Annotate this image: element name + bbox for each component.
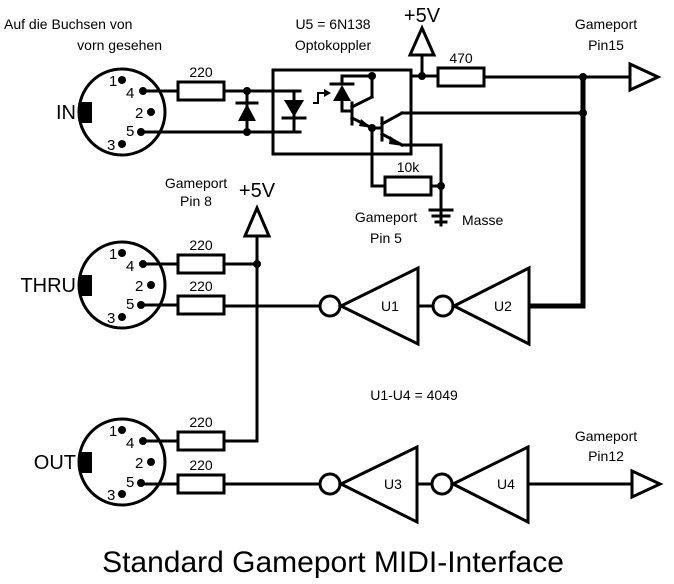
pin-4-label: 4 [126,258,134,275]
gameport-pin15-line2: Pin15 [588,37,624,53]
pin-2-dot [147,108,155,116]
gameport-pin5-line1: Gameport [355,209,417,225]
wire-to-u2 [529,77,586,309]
pin-5-label: 5 [126,474,134,491]
u3-inverter-icon [337,444,419,525]
pin-1-dot [118,426,126,434]
din-connector-in: 1 4 2 5 3 [77,67,167,157]
optocoupler-ref: U5 = 6N138 [295,16,370,32]
junction-dot [418,72,426,80]
gameport-pin5-line2: Pin 5 [370,230,402,246]
pin-1-label: 1 [109,423,117,440]
protection-diode-icon [238,104,256,121]
pin-3-dot [118,313,126,321]
gates-note: U1-U4 = 4049 [370,387,458,403]
gameport-pin12-line2: Pin12 [588,448,624,464]
pin-2-label: 2 [135,105,143,122]
resistor-out-5-value: 220 [189,457,213,473]
pin-2-dot [147,281,155,289]
resistor-out-4 [176,430,226,452]
view-note-line1: Auf die Buchsen von [4,16,132,32]
resistor-10k [383,175,433,197]
gameport-pin8-line2: Pin 8 [180,193,212,209]
pin-2-dot [147,458,155,466]
pin-3-dot [118,490,126,498]
pin-4-label: 4 [126,85,134,102]
photodiode-icon [333,85,351,101]
connector-key [79,275,92,296]
pin-4-label: 4 [126,435,134,452]
connector-in-label: IN [56,102,76,124]
resistor-470 [436,66,486,88]
gameport-pin12-line1: Gameport [575,428,637,444]
led-icon [284,100,304,117]
u1-inverter-bubble [318,294,342,318]
pin-2-label: 2 [135,278,143,295]
u2-label: U2 [494,298,512,314]
pin-1-label: 1 [109,246,117,263]
gameport-pin8-line1: Gameport [165,175,227,191]
resistor-out-5 [176,473,226,495]
view-note-line2: vorn gesehen [77,37,162,53]
resistor-thru-4-value: 220 [189,237,213,253]
pin-1-label: 1 [109,73,117,90]
light-arrow-icon [313,92,325,104]
resistor-thru-5 [176,294,226,316]
u2-inverter-icon [450,265,531,347]
transistor-1-collector [349,94,375,110]
u1-label: U1 [381,298,399,314]
resistor-in [176,80,226,102]
pin-5-label: 5 [126,123,134,140]
vcc-top-arrow-icon [407,24,437,57]
u3-inverter-bubble [318,472,342,496]
u4-inverter-bubble [430,472,454,496]
u3-label: U3 [384,476,402,492]
pin-2-label: 2 [135,455,143,472]
pin-3-label: 3 [107,487,115,504]
emitter-arrow [389,136,403,146]
resistor-out-4-value: 220 [189,414,213,430]
vcc-mid-label: +5V [239,180,276,202]
junction-dot [243,87,251,95]
pin-1-dot [118,76,126,84]
connector-thru-label: THRU [20,275,76,297]
light-arrowhead [324,89,331,97]
gameport-pin15-line1: Gameport [575,16,637,32]
ground-label: Masse [462,212,503,228]
optocoupler-name: Optokoppler [295,37,372,53]
connector-out-label: OUT [34,452,76,474]
din-connector-out: 1 4 2 5 3 [77,417,167,507]
gameport-pin15-arrow-icon [628,61,662,93]
gameport-pin12-arrow-icon [630,468,664,500]
din-connector-thru: 1 4 2 5 3 [77,240,167,330]
diagram-title: Standard Gameport MIDI-Interface [102,546,564,579]
resistor-10k-value: 10k [397,159,421,175]
pin-3-label: 3 [107,137,115,154]
connector-key [79,452,92,473]
connector-key [79,102,92,123]
vcc-mid-arrow-icon [242,204,272,238]
vcc-top-label: +5V [404,5,441,27]
u2-inverter-bubble [431,294,455,318]
junction-dot [437,182,445,190]
u4-label: U4 [497,476,515,492]
junction-dot [243,128,251,136]
pin-5-label: 5 [126,296,134,313]
resistor-470-value: 470 [449,50,473,66]
pin-1-dot [118,249,126,257]
resistor-in-value: 220 [189,64,213,80]
pin-3-label: 3 [107,310,115,327]
junction-dot [368,72,376,80]
resistor-thru-5-value: 220 [189,278,213,294]
u1-inverter-icon [337,265,420,347]
resistor-thru-4 [176,253,226,275]
pin-3-dot [118,140,126,148]
u4-inverter-icon [449,444,530,525]
transistor-2-collector [379,110,405,127]
